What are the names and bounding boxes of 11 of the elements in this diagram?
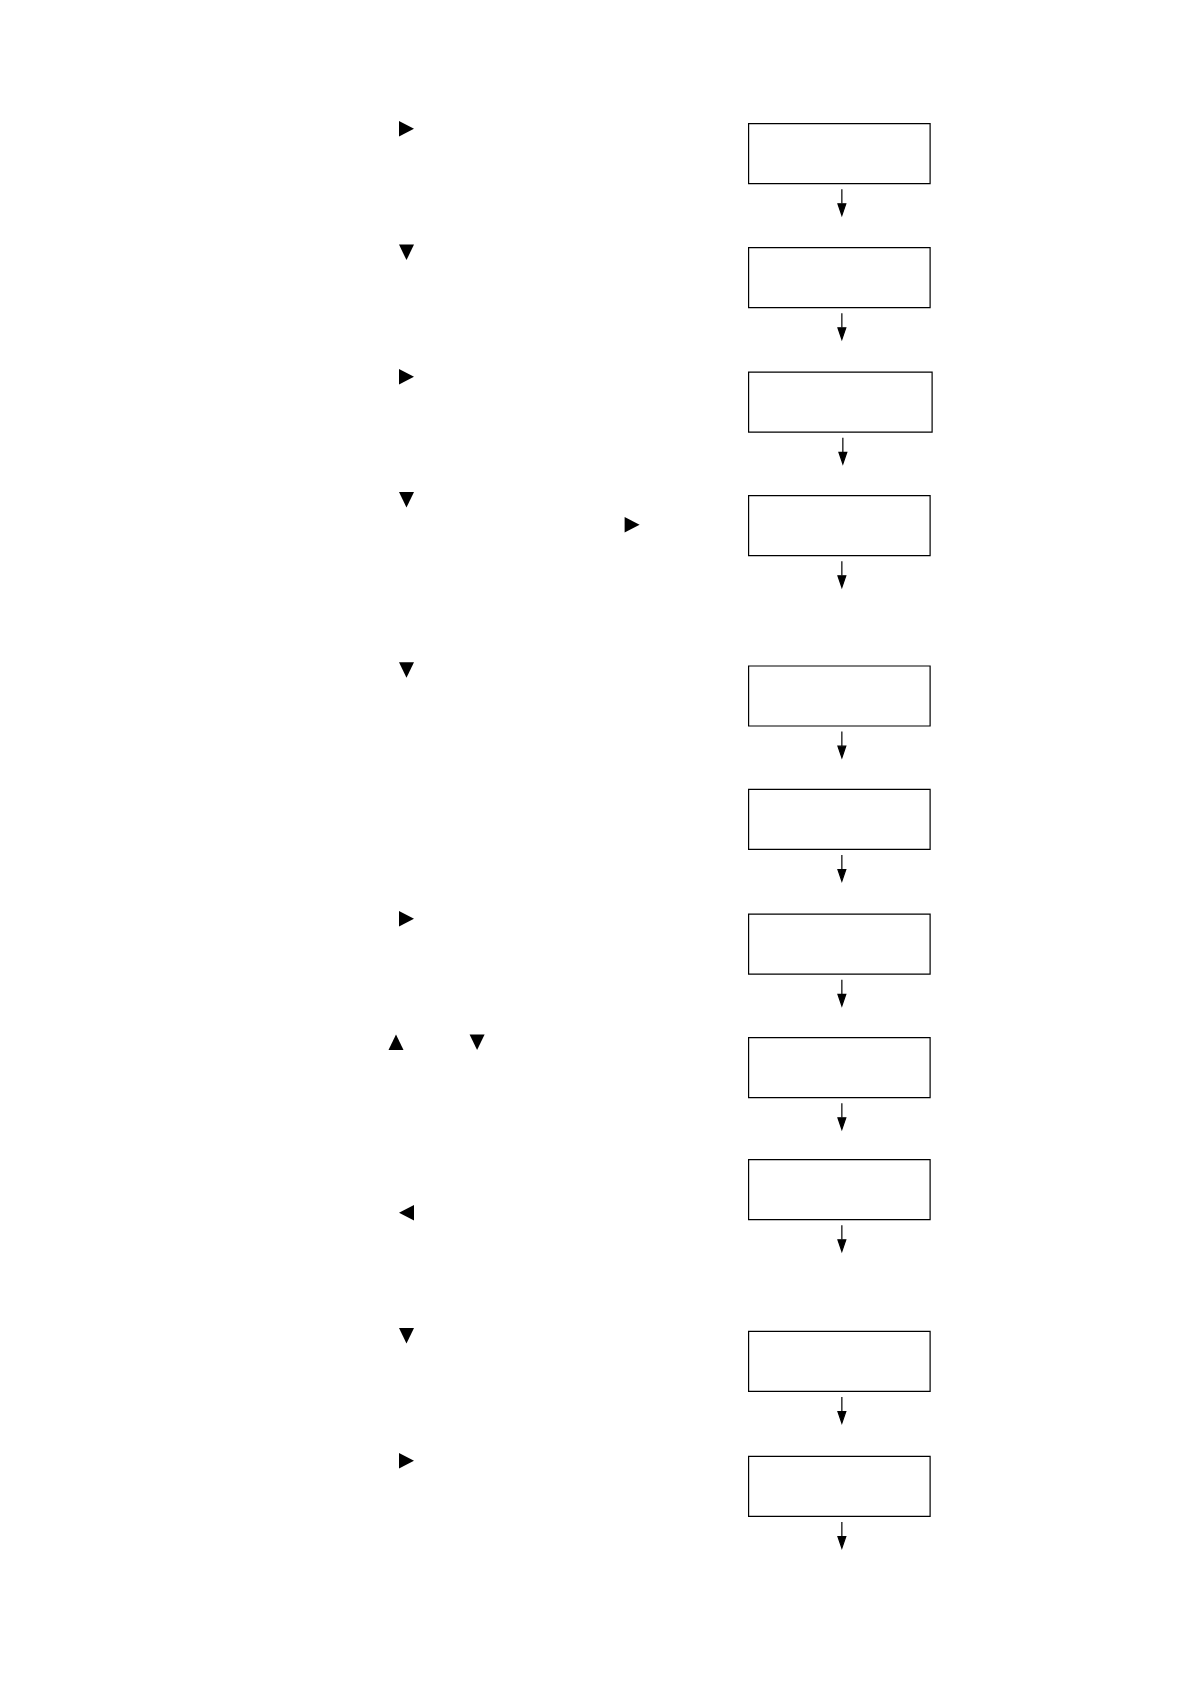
display-box	[748, 913, 931, 975]
display-box	[748, 1330, 931, 1392]
display-box	[748, 247, 931, 309]
display-box	[748, 1037, 931, 1099]
display-box	[748, 495, 931, 557]
display-box	[748, 1455, 931, 1517]
display-box	[748, 665, 931, 727]
display-box	[748, 123, 931, 185]
display-box	[748, 371, 933, 433]
display-box	[748, 1159, 931, 1221]
display-box	[748, 788, 931, 850]
